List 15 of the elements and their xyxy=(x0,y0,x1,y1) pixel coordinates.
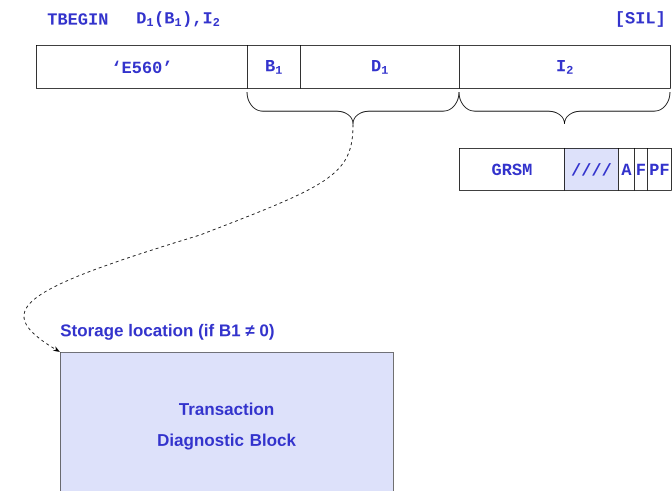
brace xyxy=(458,92,670,124)
field-cell: A xyxy=(618,148,635,191)
field-cell: PF xyxy=(647,148,672,191)
field-cell: I$_{2}$ xyxy=(459,45,671,89)
instruction-text: TBEGIN xyxy=(48,13,108,25)
arrow xyxy=(24,124,354,352)
box-text: Transaction Diagnostic Block xyxy=(158,402,296,450)
field-cell: B$_{1}$ xyxy=(247,45,301,89)
field-cell: //// xyxy=(564,148,619,191)
instruction-text: D$_{1}$(B$_{1}$),I$_{2}$ xyxy=(137,11,220,27)
box-heading: Storage location (if B1 ≠ 0) xyxy=(60,324,274,340)
field-cell: GRSM xyxy=(459,148,565,191)
instruction-text: [SIL] xyxy=(618,11,663,27)
field-cell: F xyxy=(634,148,648,191)
brace xyxy=(246,92,460,124)
